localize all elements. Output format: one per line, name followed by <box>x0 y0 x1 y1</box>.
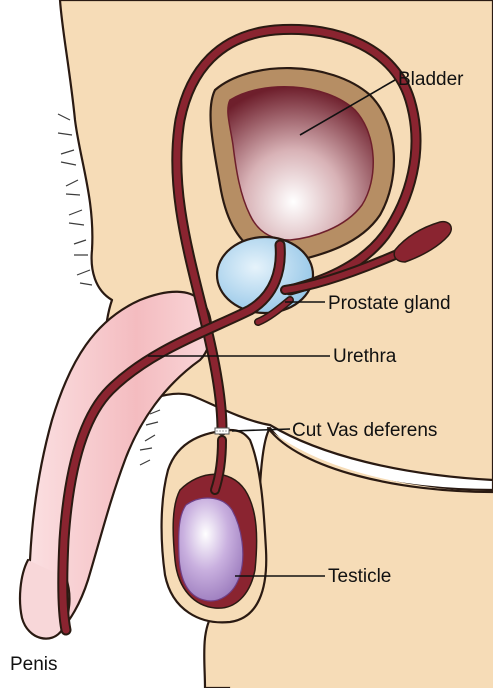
label-testicle: Testicle <box>328 566 391 587</box>
vas-cut-marker <box>215 428 229 434</box>
label-bladder: Bladder <box>398 69 464 90</box>
label-prostate: Prostate gland <box>328 293 451 314</box>
label-penis: Penis <box>10 654 58 675</box>
label-vas: Cut Vas deferens <box>292 420 437 441</box>
label-urethra: Urethra <box>333 346 397 367</box>
